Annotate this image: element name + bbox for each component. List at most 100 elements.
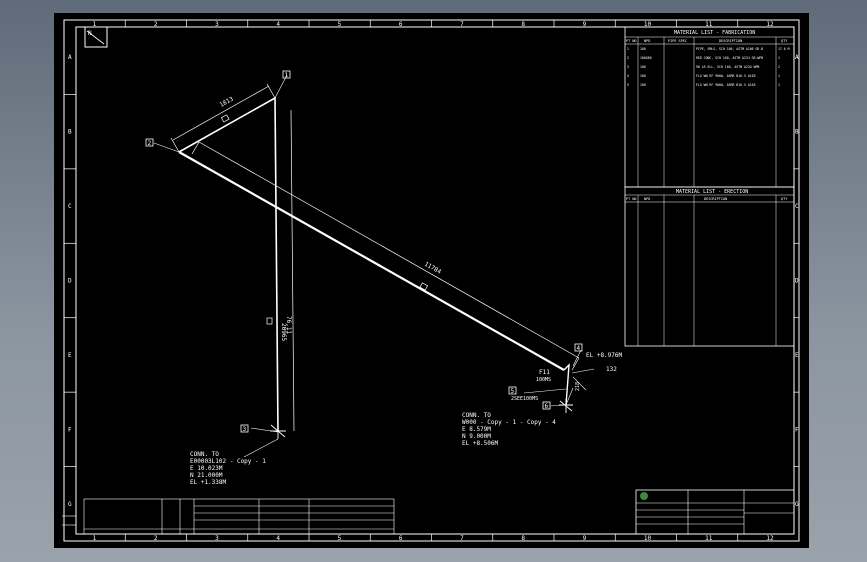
svg-text:CONN. TO: CONN. TO [190,451,219,458]
svg-text:5: 5 [511,388,515,395]
fab-cell: 100 [640,65,646,69]
grid-col-label: 5 [338,21,342,28]
grid-row-label: F [795,426,799,433]
outer-border [63,19,800,542]
svg-text:W000 - Copy - 1 - Copy - 4: W000 - Copy - 1 - Copy - 4 [462,419,556,426]
grid-col-label: 7 [460,535,464,542]
svg-text:CONN. TO: CONN. TO [462,412,491,419]
company-logo [640,492,648,500]
tag-6: 6 [542,401,551,410]
inner-border [75,26,795,535]
fab-cell: 1 [778,83,780,87]
tag-3: 3 [240,424,249,433]
svg-text:E 8.579M: E 8.579M [462,426,491,433]
grid-row-label: G [795,501,799,508]
fabrication-rows: 1 100 PIPE, SMLS, SCH 160, ASTM A106 GR.B 1… [627,47,790,87]
grid-col-label: 10 [644,21,652,28]
grid-col-label: 2 [154,535,158,542]
grid-col-label: 11 [705,535,713,542]
svg-text:N 9.000M: N 9.000M [462,433,491,440]
grid-col-label: 2 [154,21,158,28]
grid-col-label: 1 [93,535,97,542]
fab-cell: FLG WN RF 900#, ASME B16.5 A105 [696,74,756,78]
title-block [635,489,795,535]
fab-cell: RED CONC, SCH 160, ASTM A234 GR.WPB [696,56,763,60]
fab-cell: 100 [640,47,646,51]
tag-4: 4 [574,343,583,352]
svg-text:PT NO: PT NO [626,197,637,201]
elevation-label: EL +8.976M [586,352,623,359]
pipe-spec-label: 2SEE100MS [511,396,538,402]
fab-cell: 2 [627,56,629,60]
svg-text:4: 4 [577,345,581,352]
grid-row-label: B [795,129,799,136]
connection-note-1: CONN. TO E00003L102 - Copy - 1 E 10.023M… [190,451,266,486]
grid-row-label: A [795,54,799,61]
grid-row-labels-right: A B C D E F G [794,54,799,508]
svg-text:EL +8.506M: EL +8.506M [462,440,499,447]
segment-markers [220,114,429,325]
tag-1: 1 [282,70,291,79]
grid-col-label: 1 [93,21,97,28]
svg-text:QTY: QTY [781,39,788,43]
svg-text:PT NO: PT NO [626,39,637,43]
svg-text:6: 6 [545,403,549,410]
dim-diagonal: 11784 [423,261,443,276]
fab-cell: 100 [640,83,646,87]
grid-col-label: 8 [521,535,525,542]
svg-text:DESCRIPTION: DESCRIPTION [704,197,727,201]
svg-text:EL +1.338M: EL +1.338M [190,479,227,486]
pipe-segment-main [178,151,565,371]
fab-cell: 1 [778,74,780,78]
grid-col-label: 3 [215,535,219,542]
revision-block [62,498,395,535]
pipe-segment-upper [178,96,279,433]
svg-text:NPD: NPD [644,197,650,201]
connection-note-2: CONN. TO W000 - Copy - 1 - Copy - 4 E 8.… [462,412,556,447]
grid-row-label: C [68,203,72,210]
fab-cell: 1 [627,47,629,51]
grid-col-label: 12 [766,535,774,542]
fab-cell: PIPE, SMLS, SCH 160, ASTM A106 GR.B [696,47,763,51]
grid-row-label: D [68,278,72,285]
svg-text:1: 1 [285,72,289,79]
grid-row-label: E [795,352,799,359]
svg-text:3: 3 [243,426,247,433]
fab-cell: 1 [778,56,780,60]
svg-text:MATERIAL LIST - ERECTION: MATERIAL LIST - ERECTION [676,189,748,195]
grid-col-label: 7 [460,21,464,28]
grid-row-label: E [68,352,72,359]
grid-row-label: B [68,129,72,136]
svg-text:PIPE SPEC: PIPE SPEC [668,39,687,43]
tag-2: 2 [145,138,154,147]
fab-cell: 5 [627,83,629,87]
svg-text:QTY: QTY [781,197,788,201]
svg-text:E 10.023M: E 10.023M [190,465,223,472]
svg-text:N 21.000M: N 21.000M [190,472,223,479]
grid-col-label: 9 [583,535,587,542]
fab-cell: 17.6 M [778,47,790,51]
grid-col-label: 11 [705,21,713,28]
grid-col-label: 4 [276,535,280,542]
grid-row-label: D [795,278,799,285]
grid-col-label: 3 [215,21,219,28]
material-list-erection: MATERIAL LIST - ERECTION PT NO NPD DESCR… [624,186,795,347]
svg-text:2: 2 [148,140,152,147]
tag-5: 5 [508,386,517,395]
dim-vertical: 20965 [280,323,287,341]
grid-row-label: C [795,203,799,210]
fab-cell: 100X80 [640,56,652,60]
north-label: N [88,30,92,37]
grid-col-label: 6 [399,535,403,542]
grid-col-label: 10 [644,535,652,542]
fab-cell: 90 LR ELL, SCH 160, ASTM A234 WPB [696,65,759,69]
fab-cell: 4 [627,74,629,78]
fab-cell: FLG WN RF 900#, ASME B16.5 A105 [696,83,756,87]
svg-text:DESCRIPTION: DESCRIPTION [719,39,742,43]
fab-cell: 2 [778,65,780,69]
svg-text:E00003L102 - Copy - 1: E00003L102 - Copy - 1 [190,458,266,465]
